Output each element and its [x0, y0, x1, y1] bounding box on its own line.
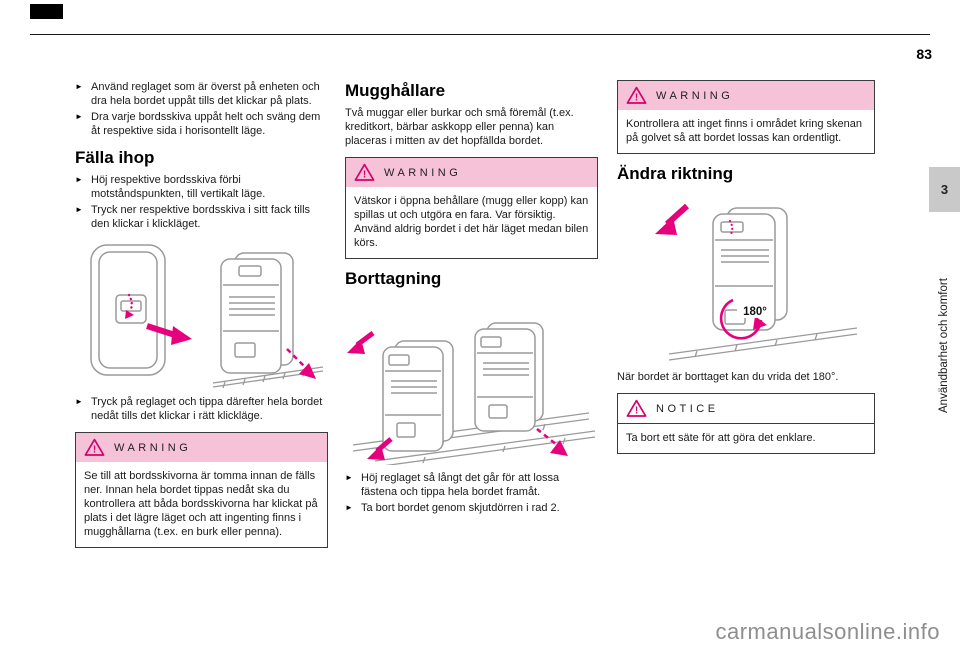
warning-box-header: ! WARNING [346, 158, 597, 187]
fold-table-illustration [90, 244, 324, 389]
bullet-arrow-icon: ► [75, 205, 83, 214]
warning-box-header: ! WARNING [76, 433, 327, 462]
notice-box: ! NOTICE Ta bort ett säte för att göra d… [617, 393, 875, 454]
corner-bookmark [30, 4, 63, 19]
bullet-arrow-icon: ► [75, 175, 83, 184]
bullet-arrow-icon: ► [345, 473, 353, 482]
header-rule [30, 34, 930, 35]
warning-triangle-icon: ! [354, 163, 375, 181]
chapter-vertical-title: Användbarhet och komfort [938, 278, 950, 414]
warning-triangle-icon: ! [84, 438, 105, 456]
heading-falla-ihop: Fälla ihop [75, 148, 155, 167]
column-right: ! WARNING Kontrollera att inget finns i … [617, 80, 875, 463]
removal-illustration [347, 322, 596, 465]
bullet-arrow-icon: ► [75, 112, 83, 121]
instruction-bullet: ► Dra varje bordsskiva uppåt helt och sv… [75, 110, 328, 138]
warning-box: ! WARNING Se till att bordsskivorna är t… [75, 432, 328, 548]
instruction-bullet: ► Ta bort bordet genom skjutdörren i rad… [345, 501, 598, 515]
bullet-arrow-icon: ► [75, 397, 83, 406]
bullet-text: Tryck på reglaget och tippa därefter hel… [91, 396, 323, 422]
bullet-text: Dra varje bordsskiva uppåt helt och svän… [91, 111, 321, 137]
bullet-text: Tryck ner respektive bordsskiva i sitt f… [91, 204, 311, 230]
rotation-angle-label: 180° [743, 306, 767, 318]
bullet-text: Höj reglaget så långt det går för att lo… [361, 472, 560, 498]
bullet-arrow-icon: ► [345, 503, 353, 512]
instruction-bullet: ► Höj reglaget så långt det går för att … [345, 471, 598, 499]
bullet-text: Höj respektive bordsskiva förbi motstånd… [91, 174, 266, 200]
page-number: 83 [916, 46, 932, 62]
warning-box: ! WARNING Vätskor i öppna behållare (mug… [345, 157, 598, 259]
heading-borttagning: Borttagning [345, 269, 442, 288]
notice-body: Ta bort ett säte för att göra det enklar… [626, 432, 816, 444]
heading-andra-riktning: Ändra riktning [617, 164, 734, 183]
warning-box-header: ! WARNING [618, 81, 874, 110]
warning-body: Kontrollera att inget finns i området kr… [626, 118, 863, 144]
warning-title: WARNING [114, 441, 192, 454]
svg-text:!: ! [363, 170, 366, 181]
rotation-caption: När bordet är borttaget kan du vrida det… [617, 371, 839, 383]
watermark-text: carmanualsonline.info [715, 619, 940, 644]
column-left: ► Använd reglaget som är överst på enhet… [75, 80, 328, 557]
bullet-text: Ta bort bordet genom skjutdörren i rad 2… [361, 502, 560, 514]
warning-body: Vätskor i öppna behållare (mugg eller ko… [354, 195, 589, 249]
rotation-illustration: 180° [655, 203, 858, 361]
svg-text:!: ! [635, 406, 638, 417]
bullet-arrow-icon: ► [75, 82, 83, 91]
chapter-tab: 3 [929, 167, 960, 212]
instruction-bullet: ► Höj respektive bordsskiva förbi motstå… [75, 173, 328, 201]
warning-triangle-icon: ! [626, 86, 647, 104]
instruction-bullet: ► Tryck ner respektive bordsskiva i sitt… [75, 203, 328, 231]
warning-title: WARNING [656, 89, 734, 102]
svg-text:!: ! [635, 93, 638, 104]
notice-triangle-icon: ! [626, 399, 647, 417]
warning-box: ! WARNING Kontrollera att inget finns i … [617, 80, 875, 154]
warning-body: Se till att bordsskivorna är tomma innan… [84, 470, 318, 538]
heading-mugghallare: Mugghållare [345, 81, 446, 100]
column-middle: Mugghållare Två muggar eller burkar och … [345, 80, 598, 517]
instruction-bullet: ► Använd reglaget som är överst på enhet… [75, 80, 328, 108]
cupholder-intro: Två muggar eller burkar och små föremål … [345, 107, 574, 147]
notice-title: NOTICE [656, 402, 719, 415]
warning-title: WARNING [384, 166, 462, 179]
bullet-text: Använd reglaget som är överst på enheten… [91, 81, 320, 107]
svg-text:!: ! [93, 445, 96, 456]
notice-box-header: ! NOTICE [618, 394, 874, 424]
instruction-bullet: ► Tryck på reglaget och tippa därefter h… [75, 395, 328, 423]
